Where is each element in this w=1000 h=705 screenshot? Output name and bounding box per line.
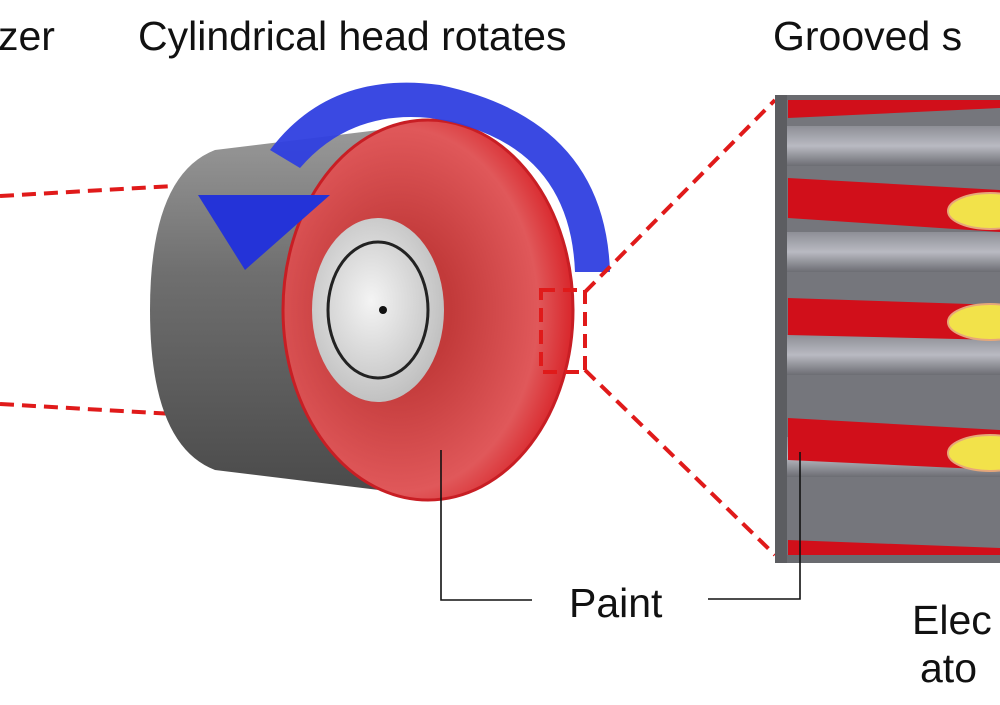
grooved-surface-panel [775, 95, 1000, 563]
atomizer-label-cut: zer [0, 13, 55, 59]
paint-droplet-clusters [947, 192, 1000, 472]
center-ring [326, 240, 430, 380]
title-label: Cylindrical head rotates [138, 13, 566, 59]
center-hole [379, 306, 387, 314]
electro-label-line2: ato [920, 645, 977, 691]
grooved-label-cut: Grooved s [773, 13, 962, 59]
cylindrical-head [150, 118, 575, 502]
zoom-indicator [539, 98, 777, 557]
center-disc [312, 218, 444, 402]
paint-label: Paint [569, 580, 663, 626]
electro-label-line1: Elec [912, 597, 992, 643]
zoom-dashed-lines-left [0, 182, 209, 418]
rotation-arrow-icon [198, 82, 610, 272]
paint-leader-lines [440, 450, 801, 601]
paint-films [788, 100, 1000, 555]
